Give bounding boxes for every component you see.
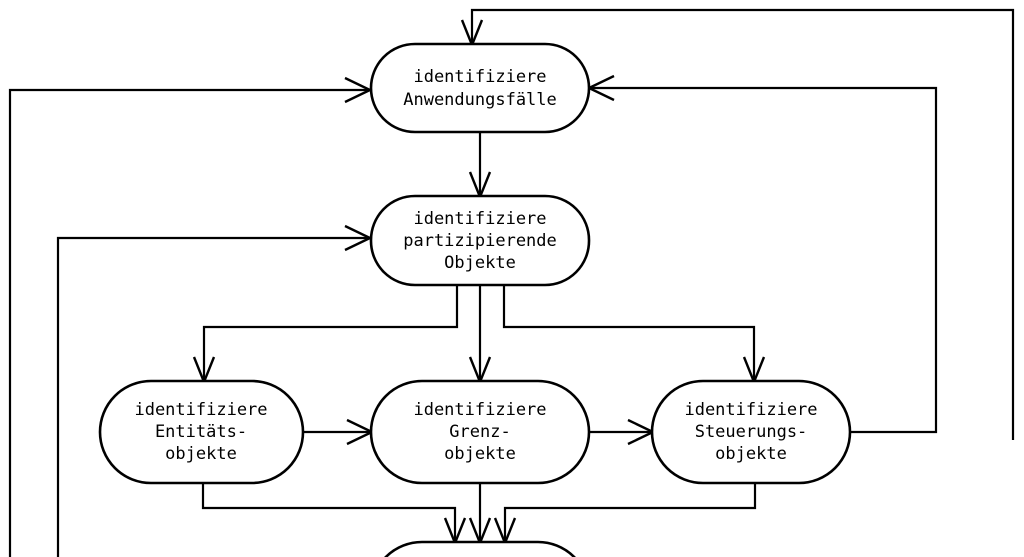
edge-line-inner-left: [56, 236, 369, 557]
node-control-objects-line2: Steuerungs-: [695, 422, 808, 442]
edge-line-control-bottom: [503, 483, 757, 542]
node-participating-objects-line3: Objekte: [444, 253, 516, 273]
edge-boundary-to-bottom: [468, 483, 492, 547]
node-control-objects-shape[interactable]: [650, 379, 852, 485]
node-use-cases-line2: Anwendungsfälle: [403, 90, 557, 110]
node-boundary-objects-shape[interactable]: [369, 379, 591, 485]
node-participating-objects-line2: partizipierende: [403, 231, 557, 251]
edge-line-participating-entity: [202, 285, 459, 381]
edge-control-to-usecases: [586, 74, 938, 434]
node-use-cases[interactable]: identifiziere Anwendungsfälle: [369, 42, 591, 134]
node-participating-objects-line1: identifiziere: [413, 209, 546, 229]
node-use-cases-shape[interactable]: [369, 42, 591, 134]
edge-control-to-bottom: [493, 483, 757, 547]
edge-participating-to-control: [502, 285, 766, 386]
edge-entity-to-bottom: [201, 483, 467, 547]
node-boundary-objects-line2: Grenz-: [449, 422, 510, 442]
node-participating-objects[interactable]: identifiziere partizipierende Objekte: [369, 194, 591, 287]
edge-outer-left-to-usecases: [8, 76, 373, 557]
node-control-objects[interactable]: identifiziere Steuerungs- objekte: [650, 379, 852, 485]
edge-participating-to-boundary: [468, 285, 492, 386]
node-entity-objects-line3: objekte: [165, 444, 237, 464]
node-entity-objects-line1: identifiziere: [134, 400, 267, 420]
edge-usecases-to-participating: [468, 132, 492, 201]
node-boundary-objects[interactable]: identifiziere Grenz- objekte: [369, 379, 591, 485]
edge-entity-to-boundary: [303, 418, 375, 446]
node-entity-objects[interactable]: identifiziere Entitäts- objekte: [98, 379, 305, 485]
node-use-cases-line1: identifiziere: [413, 67, 546, 87]
edge-line-participating-control: [502, 285, 756, 381]
node-control-objects-line1: identifiziere: [684, 400, 817, 420]
edge-participating-to-entity: [192, 285, 459, 386]
edge-line-outer-right: [470, 8, 1015, 440]
edge-boundary-to-control: [589, 418, 656, 446]
node-entity-objects-shape[interactable]: [98, 379, 305, 485]
node-boundary-objects-line1: identifiziere: [413, 400, 546, 420]
node-boundary-objects-line3: objekte: [444, 444, 516, 464]
node-cutoff-bottom[interactable]: [371, 540, 589, 557]
node-entity-objects-line2: Entitäts-: [155, 422, 247, 442]
edge-line-outer-left: [8, 88, 369, 557]
node-control-objects-line3: objekte: [715, 444, 787, 464]
edge-line-entity-bottom: [201, 483, 457, 542]
node-cutoff-bottom-shape[interactable]: [371, 540, 589, 557]
edge-line-control-feedback: [590, 86, 938, 434]
node-participating-objects-shape[interactable]: [369, 194, 591, 287]
